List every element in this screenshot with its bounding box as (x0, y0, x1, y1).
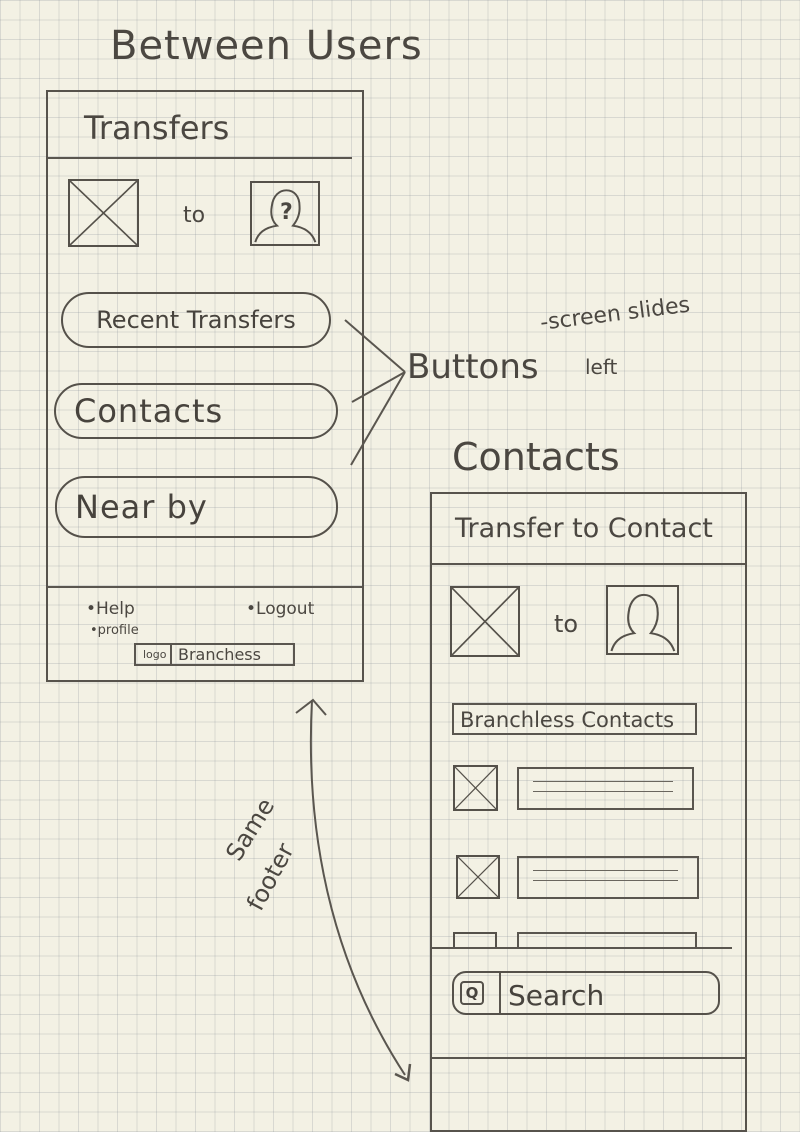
footer-brand-box: logo Branchess (134, 643, 295, 666)
user-avatar-icon[interactable] (606, 585, 679, 655)
footer-logo: logo (143, 648, 167, 661)
buttons-annotation-detail-1: -screen slides (538, 292, 692, 336)
contact-image-placeholder-icon-2[interactable] (456, 855, 500, 899)
transfers-title: Transfers (84, 109, 230, 147)
contact-row-text-1[interactable] (517, 767, 694, 810)
contacts-label: Contacts (74, 392, 224, 430)
footer-divider (48, 586, 362, 588)
contact-row-text-2[interactable] (517, 856, 699, 899)
buttons-annotation: Buttons (407, 347, 539, 387)
footer-brand-name: Branchess (178, 645, 261, 664)
list-bottom-divider (432, 947, 732, 949)
search-icon-divider (499, 973, 501, 1013)
heading-contacts: Contacts (452, 435, 620, 479)
contact-image-placeholder-icon-1[interactable] (453, 765, 498, 811)
branchless-contacts-header: Branchless Contacts (452, 703, 697, 735)
unknown-user-avatar-icon[interactable]: ? (250, 181, 320, 246)
contacts-button[interactable]: Contacts (54, 383, 338, 439)
search-icon: Q (460, 981, 484, 1005)
screen2-header-divider (432, 563, 745, 565)
nearby-button[interactable]: Near by (55, 476, 338, 538)
search-label: Search (508, 979, 605, 1012)
header-divider (48, 157, 352, 159)
sender-image-placeholder-icon (68, 179, 139, 247)
screen2-footer-divider (432, 1057, 745, 1059)
branchless-contacts-label: Branchless Contacts (460, 708, 675, 732)
help-link[interactable]: •Help (86, 599, 135, 619)
logout-link[interactable]: •Logout (246, 599, 315, 619)
to-label-2: to (554, 610, 579, 638)
to-label: to (183, 203, 206, 228)
transfer-to-contact-title: Transfer to Contact (455, 513, 713, 544)
sender-image-placeholder-icon-2 (450, 586, 520, 657)
search-input[interactable]: Q Search (452, 971, 720, 1015)
contact-row-partial-3[interactable] (453, 932, 698, 948)
recent-transfers-button[interactable]: Recent Transfers (61, 292, 331, 348)
logo-divider (170, 645, 172, 664)
question-mark-glyph: ? (280, 200, 293, 225)
buttons-annotation-detail-2: left (585, 355, 618, 379)
heading-between-users: Between Users (110, 23, 423, 69)
search-icon-glyph: Q (465, 984, 479, 1002)
nearby-label: Near by (75, 488, 208, 526)
profile-link[interactable]: •profile (90, 623, 139, 638)
recent-transfers-label: Recent Transfers (96, 306, 296, 334)
